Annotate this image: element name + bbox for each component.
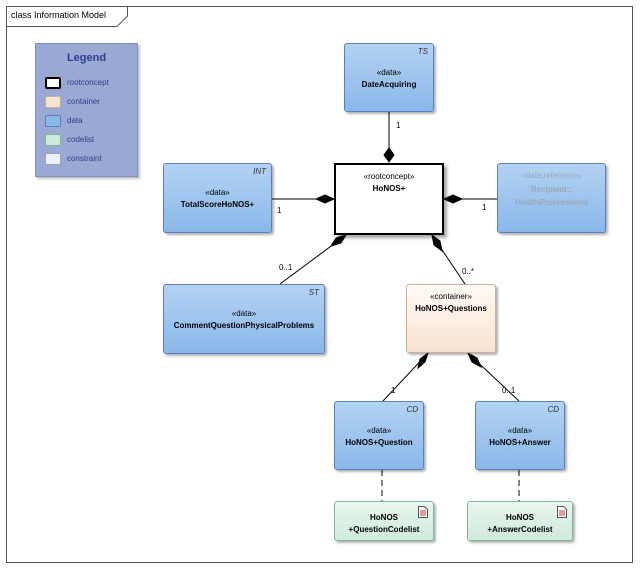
stereotype-label: «data» bbox=[507, 426, 533, 435]
class-answer[interactable]: CD «data» HoNOS+Answer bbox=[475, 401, 565, 470]
class-name-line2: +QuestionCodelist bbox=[348, 525, 420, 534]
class-name-line2: HealthProfessional bbox=[515, 198, 588, 207]
class-name: HoNOS+Question bbox=[345, 438, 413, 447]
class-name: HoNOS+Questions bbox=[415, 304, 487, 313]
class-answer-codelist[interactable]: HoNOS +AnswerCodelist bbox=[467, 501, 573, 541]
class-name: DateAcquiring bbox=[361, 80, 417, 89]
class-name: HoNOS+Answer bbox=[489, 438, 551, 447]
legend-swatch bbox=[45, 96, 61, 108]
stereotype-label: «container» bbox=[430, 292, 472, 301]
stereotype-label: «data» bbox=[376, 68, 402, 77]
legend-label: rootconcept bbox=[67, 78, 109, 87]
multiplicity-question: 1 bbox=[391, 386, 396, 395]
class-name: TotalScoreHoNOS+ bbox=[180, 200, 255, 209]
legend-title: Legend bbox=[66, 52, 107, 64]
type-label: INT bbox=[253, 167, 266, 176]
legend-swatch bbox=[45, 77, 61, 89]
diamond-date-acquiring bbox=[383, 147, 395, 163]
diamond-question bbox=[417, 351, 429, 370]
legend-label: data bbox=[67, 116, 83, 125]
multiplicity-recipient: 1 bbox=[482, 203, 487, 212]
diamond-answer bbox=[466, 351, 483, 369]
class-question[interactable]: CD «data» HoNOS+Question bbox=[334, 401, 424, 470]
class-total-score[interactable]: INT «data» TotalScoreHoNOS+ bbox=[163, 163, 272, 233]
stereotype-label: «data» bbox=[231, 309, 257, 318]
document-icon bbox=[418, 506, 428, 518]
class-name-line1: Recipient:: bbox=[530, 185, 573, 194]
class-recipient[interactable]: «data,reference» Recipient:: HealthProfe… bbox=[497, 163, 606, 233]
class-date-acquiring[interactable]: TS «data» DateAcquiring bbox=[344, 43, 434, 112]
class-comment[interactable]: ST «data» CommentQuestionPhysicalProblem… bbox=[163, 284, 325, 354]
legend-swatch bbox=[45, 115, 61, 127]
multiplicity-answer: 0..1 bbox=[502, 386, 516, 395]
legend-swatch bbox=[45, 134, 61, 146]
class-name-line1: HoNOS bbox=[370, 513, 398, 522]
type-label: CD bbox=[406, 405, 418, 414]
diagram-frame-tab bbox=[6, 6, 128, 27]
type-label: ST bbox=[308, 288, 319, 297]
legend-label: container bbox=[67, 97, 100, 106]
diamond-questions bbox=[431, 233, 443, 253]
class-name: HoNOS+ bbox=[372, 184, 406, 193]
multiplicity-date-acquiring: 1 bbox=[396, 121, 401, 130]
class-name-line2: +AnswerCodelist bbox=[487, 525, 553, 534]
legend-label: codelist bbox=[67, 135, 95, 144]
type-label: TS bbox=[417, 47, 428, 56]
multiplicity-questions: 0..* bbox=[462, 267, 475, 276]
stereotype-label: «data» bbox=[205, 188, 230, 197]
diamond-recipient bbox=[442, 194, 464, 204]
stereotype-label: «data» bbox=[366, 426, 392, 435]
stereotype-label: «data,reference» bbox=[521, 171, 582, 180]
class-questions[interactable]: «container» HoNOS+Questions bbox=[406, 284, 496, 353]
multiplicity-comment: 0..1 bbox=[279, 263, 293, 272]
stereotype-label: «rootconcept» bbox=[363, 172, 415, 181]
legend: Legend rootconcept container data codeli… bbox=[35, 43, 138, 177]
diagram-title: class Information Model bbox=[11, 10, 107, 20]
class-honos-root[interactable]: «rootconcept» HoNOS+ bbox=[334, 163, 444, 235]
multiplicity-total-score: 1 bbox=[277, 206, 282, 215]
diamond-total-score bbox=[314, 194, 336, 204]
class-name-line1: HoNOS bbox=[506, 513, 534, 522]
type-label: CD bbox=[547, 405, 559, 414]
class-name: CommentQuestionPhysicalProblems bbox=[173, 321, 315, 330]
diamond-comment bbox=[329, 234, 348, 247]
document-icon bbox=[557, 506, 567, 518]
legend-swatch bbox=[45, 153, 61, 165]
class-question-codelist[interactable]: HoNOS +QuestionCodelist bbox=[334, 501, 434, 541]
legend-label: constraint bbox=[67, 154, 102, 163]
